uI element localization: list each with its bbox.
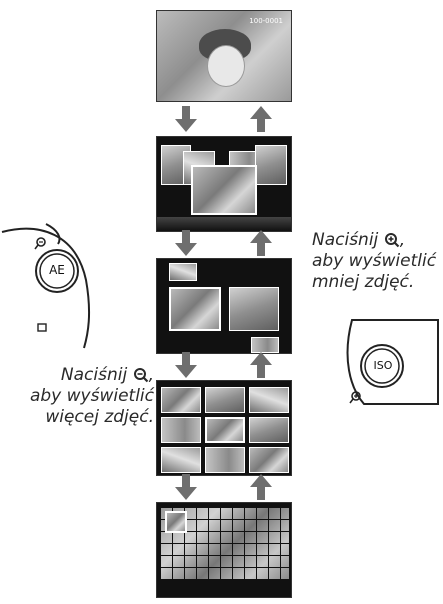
camera-dial-right xyxy=(346,319,439,405)
thumbnail xyxy=(251,337,279,353)
reflection-band xyxy=(157,217,291,231)
arrow-up-icon xyxy=(250,352,272,378)
two-frame-view xyxy=(156,136,292,232)
single-photo-view: 100-0001 xyxy=(156,10,292,102)
thumbnail-selected xyxy=(205,417,245,443)
thumbnail xyxy=(229,287,279,331)
caption-line-3: mniej zdjęć. xyxy=(312,272,415,292)
thumbnail xyxy=(161,387,201,413)
frame-counter: 100-0001 xyxy=(249,17,283,25)
arrow-up-icon xyxy=(250,474,272,500)
thumbnail-selected xyxy=(165,511,187,533)
thumbnail xyxy=(169,263,197,281)
arrow-down-icon xyxy=(175,230,197,256)
caption-line-2: aby wyświetlić xyxy=(312,251,437,271)
caption-prefix: Naciśnij xyxy=(60,365,128,385)
caption-prefix: Naciśnij xyxy=(312,230,379,250)
zoom-in-icon xyxy=(384,233,399,248)
arrow-up-icon xyxy=(250,230,272,256)
zoom-out-icon xyxy=(133,368,148,383)
camera-dial-left xyxy=(1,223,91,349)
thumbnail xyxy=(161,447,201,473)
thumbnail xyxy=(255,145,287,185)
thumbnail xyxy=(205,387,245,413)
arrow-down-icon xyxy=(175,106,197,132)
thumbnail xyxy=(161,417,201,443)
nine-thumbnail-view xyxy=(156,380,292,476)
thumbnail-selected xyxy=(169,287,221,331)
arrow-down-icon xyxy=(175,352,197,378)
zoom-in-caption: Naciśnij , aby wyświetlić mniej zdjęć. xyxy=(312,230,443,293)
iso-button-label: ISO xyxy=(373,359,393,372)
photo-subject-face xyxy=(207,45,245,87)
zoom-out-caption: Naciśnij , aby wyświetlić więcej zdjęć. xyxy=(4,365,154,428)
caption-line-1: Naciśnij , xyxy=(312,230,406,250)
arrow-down-icon xyxy=(175,474,197,500)
thumbnail xyxy=(249,417,289,443)
ae-button-label: AE xyxy=(49,263,65,277)
thumbnail xyxy=(249,387,289,413)
thumbnail xyxy=(205,447,245,473)
thumbnail xyxy=(249,447,289,473)
caption-line-1: Naciśnij , xyxy=(60,365,154,385)
two-thumbnail-view xyxy=(156,258,292,354)
caption-line-2: aby wyświetlić xyxy=(29,386,154,406)
hundred-thumbnail-view xyxy=(156,502,292,598)
caption-line-3: więcej zdjęć. xyxy=(45,407,154,427)
arrow-up-icon xyxy=(250,106,272,132)
thumbnail-selected xyxy=(191,165,257,215)
